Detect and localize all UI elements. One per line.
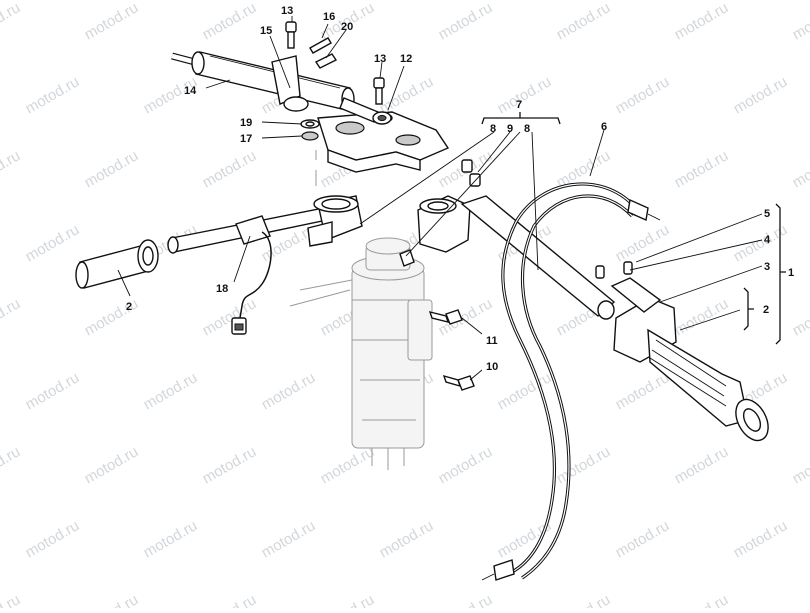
watermark-text: motod.ru (82, 0, 142, 43)
watermark-text: motod.ru (259, 517, 319, 561)
watermark-text: motod.ru (790, 443, 810, 487)
watermark-text: motod.ru (790, 591, 810, 608)
watermark-text: motod.ru (200, 147, 260, 191)
watermark-text: motod.ru (141, 369, 201, 413)
watermark-text: motod.ru (436, 443, 496, 487)
watermark-text: motod.ru (0, 0, 23, 43)
watermark-text: motod.ru (318, 443, 378, 487)
watermark-text: motod.ru (790, 147, 810, 191)
watermark-text: motod.ru (672, 591, 732, 608)
watermark-text: motod.ru (200, 443, 260, 487)
watermark-text: motod.ru (790, 295, 810, 339)
watermark-text: motod.ru (318, 591, 378, 608)
callout-13-mid: 13 (374, 53, 386, 65)
throttle-assembly (596, 262, 775, 446)
callout-1: 1 (788, 267, 794, 279)
callout-19: 19 (240, 117, 252, 129)
callout-18: 18 (216, 283, 228, 295)
callout-9: 9 (507, 123, 513, 135)
callout-16: 16 (323, 11, 335, 23)
watermark-text: motod.ru (377, 73, 437, 117)
watermark-text: motod.ru (259, 369, 319, 413)
callout-8-left: 8 (490, 123, 496, 135)
left-handlebar (168, 196, 362, 253)
watermark-text: motod.ru (0, 147, 23, 191)
watermark-text: motod.ru (613, 517, 673, 561)
watermark-text: motod.ru (23, 369, 83, 413)
watermark-text: motod.ru (613, 73, 673, 117)
callout-17: 17 (240, 133, 252, 145)
watermark-text: motod.ru (0, 591, 23, 608)
watermark-text: motod.ru (672, 0, 732, 43)
watermark-text: motod.ru (672, 295, 732, 339)
callout-2-right-grip: 2 (763, 304, 769, 316)
watermark-text: motod.ru (613, 221, 673, 265)
callout-5: 5 (764, 208, 770, 220)
watermark-text: motod.ru (82, 295, 142, 339)
callout-2-left-grip: 2 (126, 301, 132, 313)
watermark-text: motod.ru (554, 443, 614, 487)
watermark-text: motod.ru (82, 443, 142, 487)
watermark-text: motod.ru (200, 295, 260, 339)
watermark-text: motod.ru (436, 0, 496, 43)
left-grip (76, 240, 158, 288)
watermark-text: motod.ru (790, 0, 810, 43)
watermark-text: motod.ru (554, 591, 614, 608)
watermark-text: motod.ru (0, 295, 23, 339)
callout-20: 20 (341, 21, 353, 33)
callout-4: 4 (764, 234, 771, 246)
fork-tube-ghost (290, 150, 432, 470)
watermark-text: motod.ru (0, 443, 23, 487)
watermark-text: motod.ru (23, 517, 83, 561)
watermark-text: motod.ru (141, 517, 201, 561)
watermark-text: motod.ru (82, 147, 142, 191)
callout-13-top: 13 (281, 5, 293, 17)
watermark-text: motod.ru (23, 73, 83, 117)
callout-12: 12 (400, 53, 412, 65)
steering-damper (172, 52, 391, 124)
watermark-text: motod.ru (731, 517, 791, 561)
watermark-text: motod.ru (672, 443, 732, 487)
watermark-text: motod.ru (436, 591, 496, 608)
watermark-text: motod.ru (200, 591, 260, 608)
watermark-text: motod.ru (672, 147, 732, 191)
callout-3: 3 (764, 261, 770, 273)
watermark-text: motod.ru (731, 73, 791, 117)
watermark-text: motod.ru (731, 221, 791, 265)
watermark-text: motod.ru (554, 0, 614, 43)
callout-14: 14 (184, 85, 197, 97)
callout-11: 11 (486, 335, 498, 347)
watermark-text: motod.ru (377, 517, 437, 561)
callout-10: 10 (486, 361, 498, 373)
watermark-text: motod.ru (613, 369, 673, 413)
callout-8-right: 8 (524, 123, 530, 135)
callout-15: 15 (260, 25, 272, 37)
watermark-text: motod.ru (200, 0, 260, 43)
watermark-text: motod.ru (495, 73, 555, 117)
callout-7: 7 (516, 99, 522, 111)
watermark-text: motod.ru (23, 221, 83, 265)
callout-6: 6 (601, 121, 607, 133)
watermark-text: motod.ru (82, 591, 142, 608)
